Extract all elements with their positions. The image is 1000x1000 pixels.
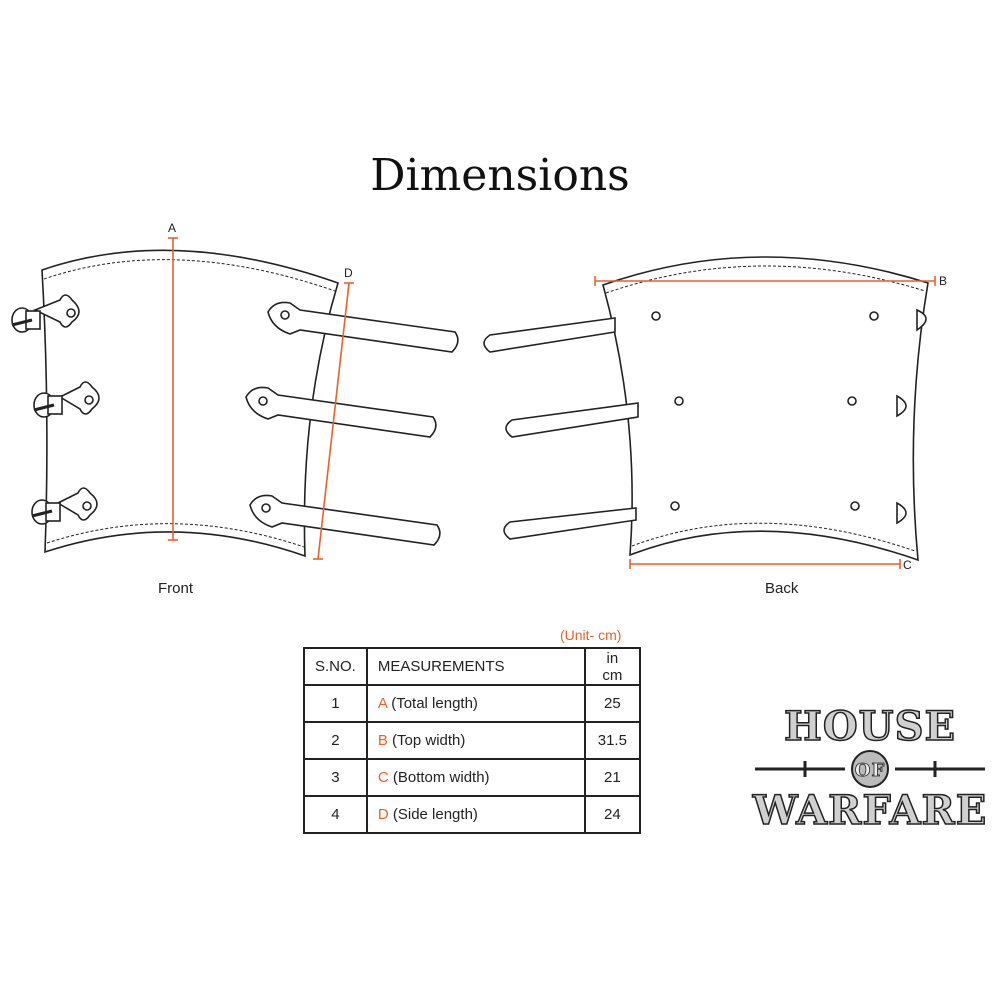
buckle-front-2 xyxy=(33,381,100,418)
front-label: Front xyxy=(158,580,194,597)
strap-front-2 xyxy=(245,386,437,438)
back-piece-outline xyxy=(602,256,929,562)
logo-line3: WARFARE xyxy=(752,787,988,834)
row-sno: 1 xyxy=(303,684,368,723)
house-of-warfare-logo: HOUSE OF WARFARE xyxy=(745,703,995,834)
buckle-front-1 xyxy=(11,294,80,333)
table-row: 4 D (Side length) 24 xyxy=(303,795,641,834)
row-letter: B xyxy=(377,732,388,749)
unit-note: (Unit- cm) xyxy=(560,627,622,643)
strap-front-3 xyxy=(249,494,441,546)
logo-line1: HOUSE xyxy=(783,703,956,750)
table-row: 3 C (Bottom width) 21 xyxy=(303,758,641,797)
page-title: Dimensions xyxy=(370,150,630,201)
row-label: (Total length) xyxy=(387,695,478,712)
sword-shield-icon: OF xyxy=(755,750,985,788)
measurements-table: S.NO. MEASUREMENTS in cm 1 A (Total leng… xyxy=(303,647,641,834)
marker-c: C xyxy=(903,558,912,572)
row-measurement: C (Bottom width) xyxy=(365,758,586,797)
row-value: 25 xyxy=(583,684,641,723)
row-measurement: B (Top width) xyxy=(365,721,586,760)
buckle-front-3 xyxy=(31,487,98,525)
strap-back-1 xyxy=(483,317,616,353)
strap-back-3 xyxy=(503,507,637,540)
row-value: 24 xyxy=(583,795,641,834)
row-sno: 2 xyxy=(303,721,368,760)
logo-line2: OF xyxy=(855,760,885,781)
row-value: 31.5 xyxy=(583,721,641,760)
row-measurement: D (Side length) xyxy=(365,795,586,834)
row-letter: A xyxy=(377,695,388,712)
row-label: (Side length) xyxy=(388,806,478,823)
strap-back-2 xyxy=(505,402,639,438)
header-measurements: MEASUREMENTS xyxy=(365,647,586,686)
header-sno: S.NO. xyxy=(303,647,368,686)
row-sno: 4 xyxy=(303,795,368,834)
marker-b: B xyxy=(939,274,947,288)
logo-swords-shield: OF xyxy=(745,749,995,789)
table-header-row: S.NO. MEASUREMENTS in cm xyxy=(303,647,641,686)
marker-d: D xyxy=(344,266,353,280)
measure-d xyxy=(317,282,350,560)
row-label: (Top width) xyxy=(387,732,466,749)
row-letter: D xyxy=(377,806,389,823)
marker-a: A xyxy=(168,221,176,235)
strap-front-1 xyxy=(267,301,459,353)
back-label: Back xyxy=(765,580,799,597)
header-unit: in cm xyxy=(583,647,641,686)
table-row: 2 B (Top width) 31.5 xyxy=(303,721,641,760)
row-value: 21 xyxy=(583,758,641,797)
row-measurement: A (Total length) xyxy=(365,684,586,723)
row-label: (Bottom width) xyxy=(388,769,490,786)
front-piece-outline xyxy=(41,249,339,558)
table-row: 1 A (Total length) 25 xyxy=(303,684,641,723)
row-letter: C xyxy=(377,769,389,786)
row-sno: 3 xyxy=(303,758,368,797)
